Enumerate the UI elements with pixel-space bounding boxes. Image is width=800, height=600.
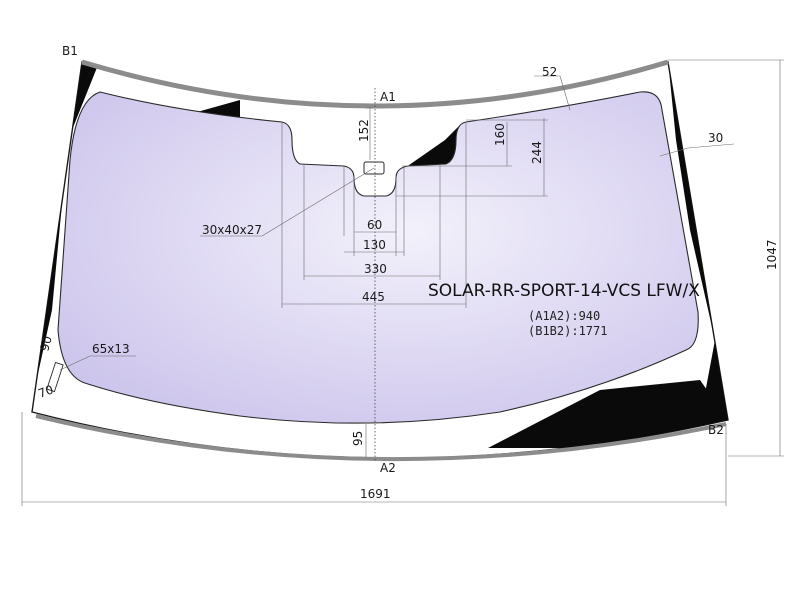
dim-height-total: 1047: [765, 239, 779, 270]
bottom-edge-strip: [35, 414, 727, 462]
dim-w330: 330: [364, 262, 387, 276]
dim-w130: 130: [363, 238, 386, 252]
dim-bottom-border: 95: [351, 431, 365, 446]
glass-area: [57, 91, 699, 424]
dim-side-border: 30: [708, 131, 723, 145]
dim-sensor-pad: 30x40x27: [202, 223, 262, 237]
dim-top-border: 52: [542, 65, 557, 79]
diagonal-a1a2: (A1A2):940: [528, 309, 600, 323]
point-label-b2: B2: [708, 423, 724, 437]
dim-cutout-depth-outer: 244: [530, 141, 544, 164]
diagonal-b1b2: (B1B2):1771: [528, 324, 607, 338]
point-label-a2: A2: [380, 461, 396, 475]
dim-label-size: 65x13: [92, 342, 130, 356]
dim-label-90: 90: [37, 334, 54, 352]
point-label-a1: A1: [380, 90, 396, 104]
point-label-b1: B1: [62, 44, 78, 58]
dim-w445: 445: [362, 290, 385, 304]
dim-width-total: 1691: [360, 487, 391, 501]
dim-cutout-depth: 160: [493, 123, 507, 146]
label-patch: [46, 361, 64, 393]
product-code: SOLAR-RR-SPORT-14-VCS LFW/X: [428, 281, 700, 301]
dim-w60: 60: [367, 218, 382, 232]
dim-label-70: 70: [36, 382, 55, 400]
dim-sensor-top: 152: [357, 119, 371, 142]
